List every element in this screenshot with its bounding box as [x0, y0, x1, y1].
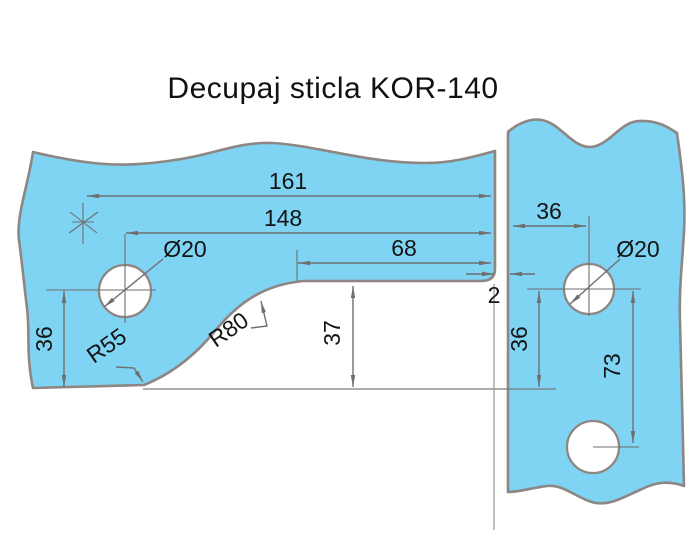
dim-label-68: 68	[391, 235, 417, 261]
dim-label-36-right-horizontal: 36	[536, 198, 562, 224]
dim-label-gap: 2	[488, 282, 501, 308]
left-hole-diameter-leader	[103, 258, 164, 308]
page-title: Decupaj sticla KOR-140	[167, 72, 498, 105]
dim-label-36-right-vertical: 36	[506, 326, 532, 352]
right-hole-diameter-leader	[569, 258, 621, 305]
leader-lines	[103, 258, 621, 383]
datum-star-marker	[68, 203, 99, 244]
dim-label-36-left: 36	[31, 326, 57, 352]
dim-label-73: 73	[599, 353, 625, 379]
r55-leader	[115, 366, 144, 383]
dim-label-148: 148	[264, 205, 302, 231]
hole-centerlines	[46, 216, 641, 448]
dim-label-right-hole-diameter: Ø20	[616, 236, 659, 262]
dim-label-37: 37	[319, 320, 345, 346]
dim-label-left-hole-diameter: Ø20	[163, 236, 206, 262]
r80-leader	[250, 300, 268, 329]
dimension-lines	[61, 193, 636, 443]
dim-label-161: 161	[269, 168, 307, 194]
left-glass-panel	[17, 141, 497, 390]
extension-lines	[143, 250, 556, 530]
